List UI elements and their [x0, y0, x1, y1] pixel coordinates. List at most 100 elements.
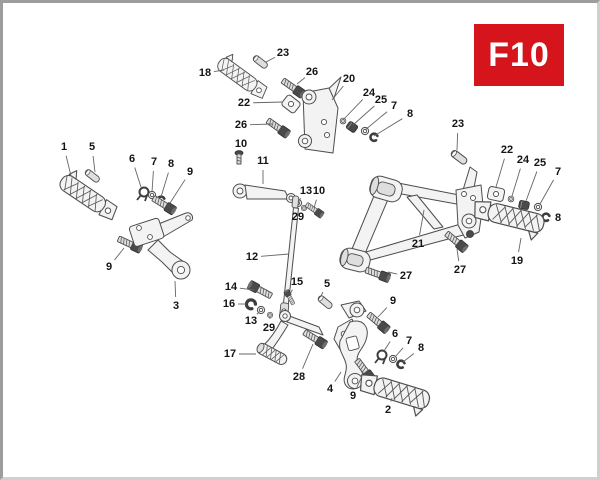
- leader-line-13: [297, 198, 302, 203]
- leader-line-7: [364, 111, 388, 131]
- leader-line-26: [296, 77, 306, 85]
- leader-line-26: [249, 123, 273, 126]
- part-callout-9-33: 9: [390, 295, 396, 307]
- leader-line-3: [174, 280, 177, 298]
- part-callout-5-29: 5: [324, 278, 330, 290]
- leader-line-27: [387, 271, 398, 275]
- leader-line-6: [134, 167, 142, 188]
- leader-line-8: [402, 353, 415, 363]
- part-callout-27-47: 27: [454, 264, 466, 276]
- part-callout-28-31: 28: [293, 371, 305, 383]
- washer-7: [533, 202, 543, 212]
- part-callout-13-20: 13: [300, 185, 312, 197]
- front-left-footpeg-assembly: [56, 165, 193, 280]
- leader-line-23: [265, 56, 276, 63]
- leader-line-24: [342, 99, 364, 121]
- leader-line-9: [169, 179, 186, 204]
- part-callout-8-4: 8: [168, 158, 174, 170]
- leader-line-13: [256, 311, 260, 315]
- part-callout-10-18: 10: [235, 138, 247, 150]
- part-callout-1-0: 1: [61, 141, 67, 153]
- part-callout-17-30: 17: [224, 348, 236, 360]
- part-callout-23-39: 23: [452, 118, 464, 130]
- leader-line-12: [260, 253, 290, 257]
- leader-line-19: [518, 237, 522, 253]
- leader-line-1: [65, 155, 72, 177]
- part-callout-25-15: 25: [375, 94, 387, 106]
- part-callout-7-3: 7: [151, 156, 157, 168]
- part-callout-3-7: 3: [173, 300, 179, 312]
- part-callout-12-23: 12: [246, 251, 258, 263]
- part-callout-24-41: 24: [517, 154, 530, 166]
- part-callout-11-19: 11: [257, 155, 269, 167]
- leader-line-4: [334, 371, 342, 382]
- part-callout-22-40: 22: [501, 144, 513, 156]
- part-callout-26-13: 26: [235, 119, 247, 131]
- part-callout-6-2: 6: [129, 153, 135, 165]
- leader-line-23: [456, 132, 459, 151]
- bolt-14: [245, 279, 274, 301]
- leader-line-18: [213, 69, 225, 73]
- part-callout-21-45: 21: [412, 238, 424, 250]
- part-callout-27-46: 27: [400, 270, 412, 282]
- part-callout-4-32: 4: [327, 383, 334, 395]
- part-callout-24-14: 24: [363, 87, 376, 99]
- leader-line-24: [511, 168, 521, 197]
- part-callout-9-37: 9: [350, 390, 356, 402]
- bolt-10: [303, 200, 326, 220]
- leader-line-7: [151, 170, 154, 193]
- spacer-22: [486, 185, 506, 203]
- part-callout-8-44: 8: [555, 212, 561, 224]
- leader-line-21: [419, 209, 425, 236]
- bushing-25: [517, 199, 531, 211]
- washer-24: [507, 195, 515, 203]
- leader-line-10: [313, 199, 317, 209]
- part-callout-8-17: 8: [407, 108, 413, 120]
- part-callout-6-34: 6: [392, 328, 398, 340]
- part-callout-7-43: 7: [555, 166, 561, 178]
- part-callout-7-35: 7: [406, 335, 412, 347]
- part-callout-14-24: 14: [225, 281, 238, 293]
- bracket-3: [128, 212, 193, 280]
- part-callout-23-9: 23: [277, 47, 289, 59]
- part-callout-8-36: 8: [418, 342, 424, 354]
- part-callout-16-25: 16: [223, 298, 235, 310]
- bolt-9: [365, 310, 392, 335]
- part-callout-7-16: 7: [391, 100, 397, 112]
- leader-line-22: [252, 101, 284, 104]
- part-callout-2-38: 2: [385, 404, 391, 416]
- leader-line-9: [377, 307, 388, 318]
- part-callout-13-26: 13: [245, 315, 257, 327]
- pin-5: [316, 294, 334, 311]
- part-callout-22-12: 22: [238, 97, 250, 109]
- leader-line-25: [525, 171, 538, 202]
- leader-line-7: [539, 179, 554, 205]
- leader-line-8: [373, 118, 403, 137]
- part-callout-10-21: 10: [313, 185, 325, 197]
- leader-line-6: [383, 341, 391, 352]
- part-callout-18-8: 18: [199, 67, 211, 79]
- leader-line-14: [239, 287, 255, 291]
- rod-12: [279, 195, 300, 320]
- leader-line-7: [394, 347, 404, 358]
- spring-6: [136, 186, 150, 202]
- bushing-25: [345, 120, 359, 134]
- footpeg-18: [214, 50, 274, 102]
- gear-lever-17: [256, 310, 324, 365]
- spring-6: [374, 349, 388, 365]
- part-callout-9-6: 9: [106, 261, 112, 273]
- part-callout-19-48: 19: [511, 255, 523, 267]
- leader-line-28: [302, 343, 314, 369]
- part-callout-25-42: 25: [534, 157, 546, 169]
- part-callout-15-28: 15: [291, 276, 303, 288]
- washer-24: [339, 117, 347, 125]
- leader-line-20: [331, 85, 344, 101]
- leader-line-5: [92, 155, 96, 173]
- footpeg-2: [354, 370, 433, 420]
- leader-line-5: [320, 291, 324, 297]
- leader-line-9: [356, 375, 363, 388]
- shift-linkage: [232, 150, 326, 320]
- leader-line-2: [390, 397, 393, 402]
- leader-line-8: [160, 172, 169, 198]
